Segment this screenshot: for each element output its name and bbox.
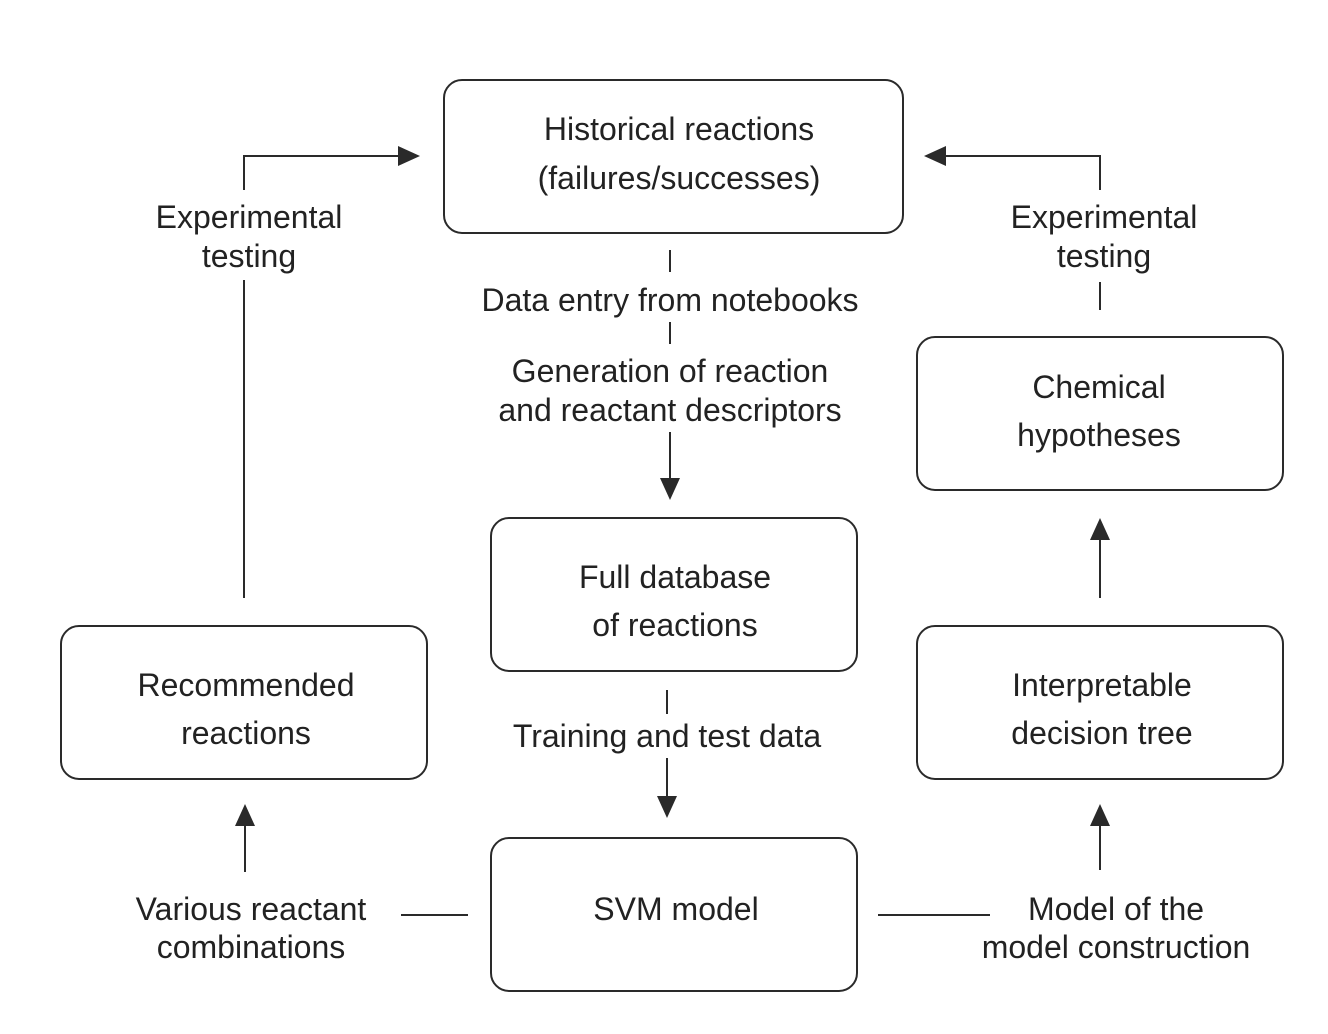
edge-label-model-line2: model construction — [982, 929, 1251, 965]
node-decision-tree: Interpretable decision tree — [916, 625, 1284, 780]
node-chemical-hypotheses: Chemical hypotheses — [916, 336, 1284, 491]
arrowhead-right — [398, 146, 420, 166]
node-full-database: Full database of reactions — [490, 517, 858, 672]
node-svm-model-box — [490, 837, 858, 992]
edge-recommended-to-historical: Experimental testing — [156, 146, 420, 598]
edge-label-generation-line2: and reactant descriptors — [498, 392, 841, 428]
arrowhead-down — [660, 478, 680, 500]
node-svm-model: SVM model — [490, 837, 858, 992]
node-chemical-hypotheses-line1: Chemical — [1032, 369, 1165, 405]
edge-database-to-svm: Training and test data — [513, 690, 822, 818]
edge-svm-to-decision-tree: Model of the model construction — [878, 804, 1250, 965]
edge-label-various-line2: combinations — [157, 929, 346, 965]
node-historical-reactions-box — [443, 79, 904, 234]
node-chemical-hypotheses-box — [916, 336, 1284, 491]
node-decision-tree-line2: decision tree — [1011, 715, 1192, 751]
edge-segment — [243, 155, 400, 190]
node-chemical-hypotheses-line2: hypotheses — [1017, 417, 1181, 453]
edge-decision-tree-to-hypotheses — [1090, 518, 1110, 598]
edge-historical-to-database: Data entry from notebooks Generation of … — [481, 250, 859, 500]
edge-label-exp-right-line1: Experimental — [1011, 199, 1198, 235]
node-historical-reactions-line2: (failures/successes) — [538, 160, 821, 196]
edge-label-generation-line1: Generation of reaction — [512, 353, 829, 389]
node-full-database-box — [490, 517, 858, 672]
node-decision-tree-line1: Interpretable — [1012, 667, 1192, 703]
edge-label-training: Training and test data — [513, 718, 822, 754]
node-svm-model-line1: SVM model — [593, 891, 758, 927]
edge-svm-to-recommended: Various reactant combinations — [136, 804, 468, 965]
arrowhead-up — [1090, 518, 1110, 540]
node-full-database-line2: of reactions — [592, 607, 757, 643]
arrowhead-down — [657, 796, 677, 818]
edge-label-exp-left-line1: Experimental — [156, 199, 343, 235]
node-recommended-reactions-line2: reactions — [181, 715, 311, 751]
node-recommended-reactions: Recommended reactions — [60, 625, 428, 780]
node-full-database-line1: Full database — [579, 559, 771, 595]
edge-label-model-line1: Model of the — [1028, 891, 1204, 927]
edge-label-various-line1: Various reactant — [136, 891, 367, 927]
node-recommended-reactions-line1: Recommended — [138, 667, 355, 703]
arrowhead-left — [924, 146, 946, 166]
edge-segment — [944, 155, 1101, 190]
edge-label-exp-left-line2: testing — [202, 238, 296, 274]
arrowhead-up — [1090, 804, 1110, 826]
node-historical-reactions-line1: Historical reactions — [544, 111, 814, 147]
edge-hypotheses-to-historical: Experimental testing — [924, 146, 1197, 310]
node-historical-reactions: Historical reactions (failures/successes… — [443, 79, 904, 234]
node-recommended-reactions-box — [60, 625, 428, 780]
arrowhead-up — [235, 804, 255, 826]
node-decision-tree-box — [916, 625, 1284, 780]
edge-label-data-entry: Data entry from notebooks — [481, 282, 858, 318]
edge-label-exp-right-line2: testing — [1057, 238, 1151, 274]
